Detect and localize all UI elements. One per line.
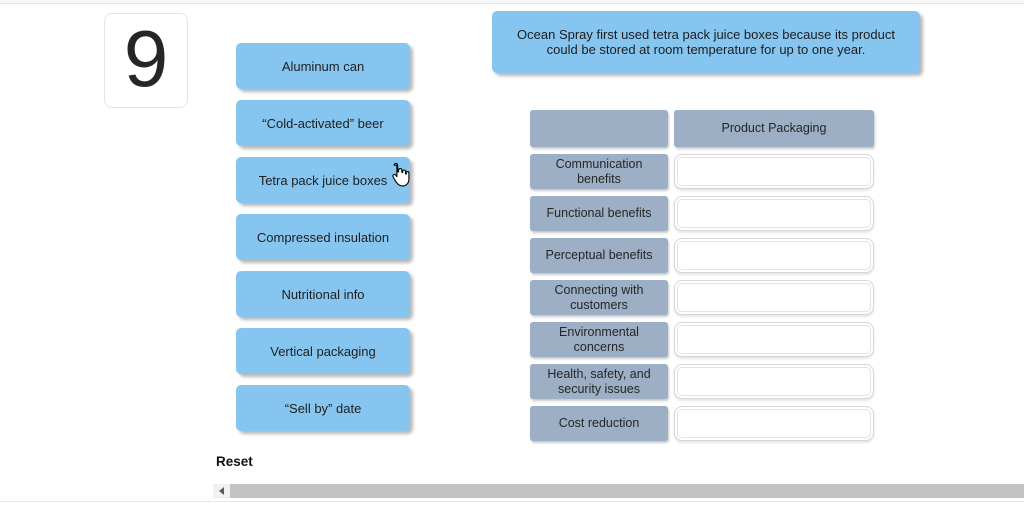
- option-compressed-insulation[interactable]: Compressed insulation: [236, 214, 410, 260]
- scroll-left-arrow-icon: [219, 487, 224, 495]
- drop-zone-health-safety-security-issues[interactable]: [674, 364, 874, 399]
- row-label-communication-benefits: Communication benefits: [530, 154, 668, 189]
- drop-zone-environmental-concerns[interactable]: [674, 322, 874, 357]
- bottom-divider: [0, 501, 1024, 502]
- top-border-strip: [0, 0, 1024, 4]
- hint-text: Ocean Spray first used tetra pack juice …: [517, 26, 895, 58]
- row-label-connecting-with-customers: Connecting with customers: [530, 280, 668, 315]
- horizontal-scrollbar[interactable]: [213, 484, 1024, 498]
- scrollbar-thumb[interactable]: [230, 484, 1024, 498]
- drop-zone-communication-benefits[interactable]: [674, 154, 874, 189]
- row-label-environmental-concerns: Environmental concerns: [530, 322, 668, 357]
- scroll-left-button[interactable]: [213, 484, 230, 498]
- option-cold-activated-beer[interactable]: “Cold-activated” beer: [236, 100, 410, 146]
- table-header-empty-cell: [530, 110, 668, 147]
- drop-zone-connecting-with-customers[interactable]: [674, 280, 874, 315]
- option-aluminum-can[interactable]: Aluminum can: [236, 43, 410, 89]
- options-list: Aluminum can “Cold-activated” beer Tetra…: [236, 43, 410, 431]
- hint-bubble: Ocean Spray first used tetra pack juice …: [492, 11, 920, 73]
- row-label-cost-reduction: Cost reduction: [530, 406, 668, 441]
- option-vertical-packaging[interactable]: Vertical packaging: [236, 328, 410, 374]
- drop-zone-cost-reduction[interactable]: [674, 406, 874, 441]
- row-label-health-safety-security-issues: Health, safety, and security issues: [530, 364, 668, 399]
- drop-zone-perceptual-benefits[interactable]: [674, 238, 874, 273]
- question-number-box: 9: [104, 13, 188, 108]
- row-label-functional-benefits: Functional benefits: [530, 196, 668, 231]
- reset-button[interactable]: Reset: [216, 454, 253, 469]
- classification-table: Product Packaging Communication benefits…: [530, 110, 874, 441]
- option-sell-by-date[interactable]: “Sell by” date: [236, 385, 410, 431]
- option-nutritional-info[interactable]: Nutritional info: [236, 271, 410, 317]
- table-header-product-packaging: Product Packaging: [674, 110, 874, 147]
- question-number: 9: [123, 13, 169, 103]
- option-tetra-pack-juice-boxes[interactable]: Tetra pack juice boxes: [236, 157, 410, 203]
- drop-zone-functional-benefits[interactable]: [674, 196, 874, 231]
- row-label-perceptual-benefits: Perceptual benefits: [530, 238, 668, 273]
